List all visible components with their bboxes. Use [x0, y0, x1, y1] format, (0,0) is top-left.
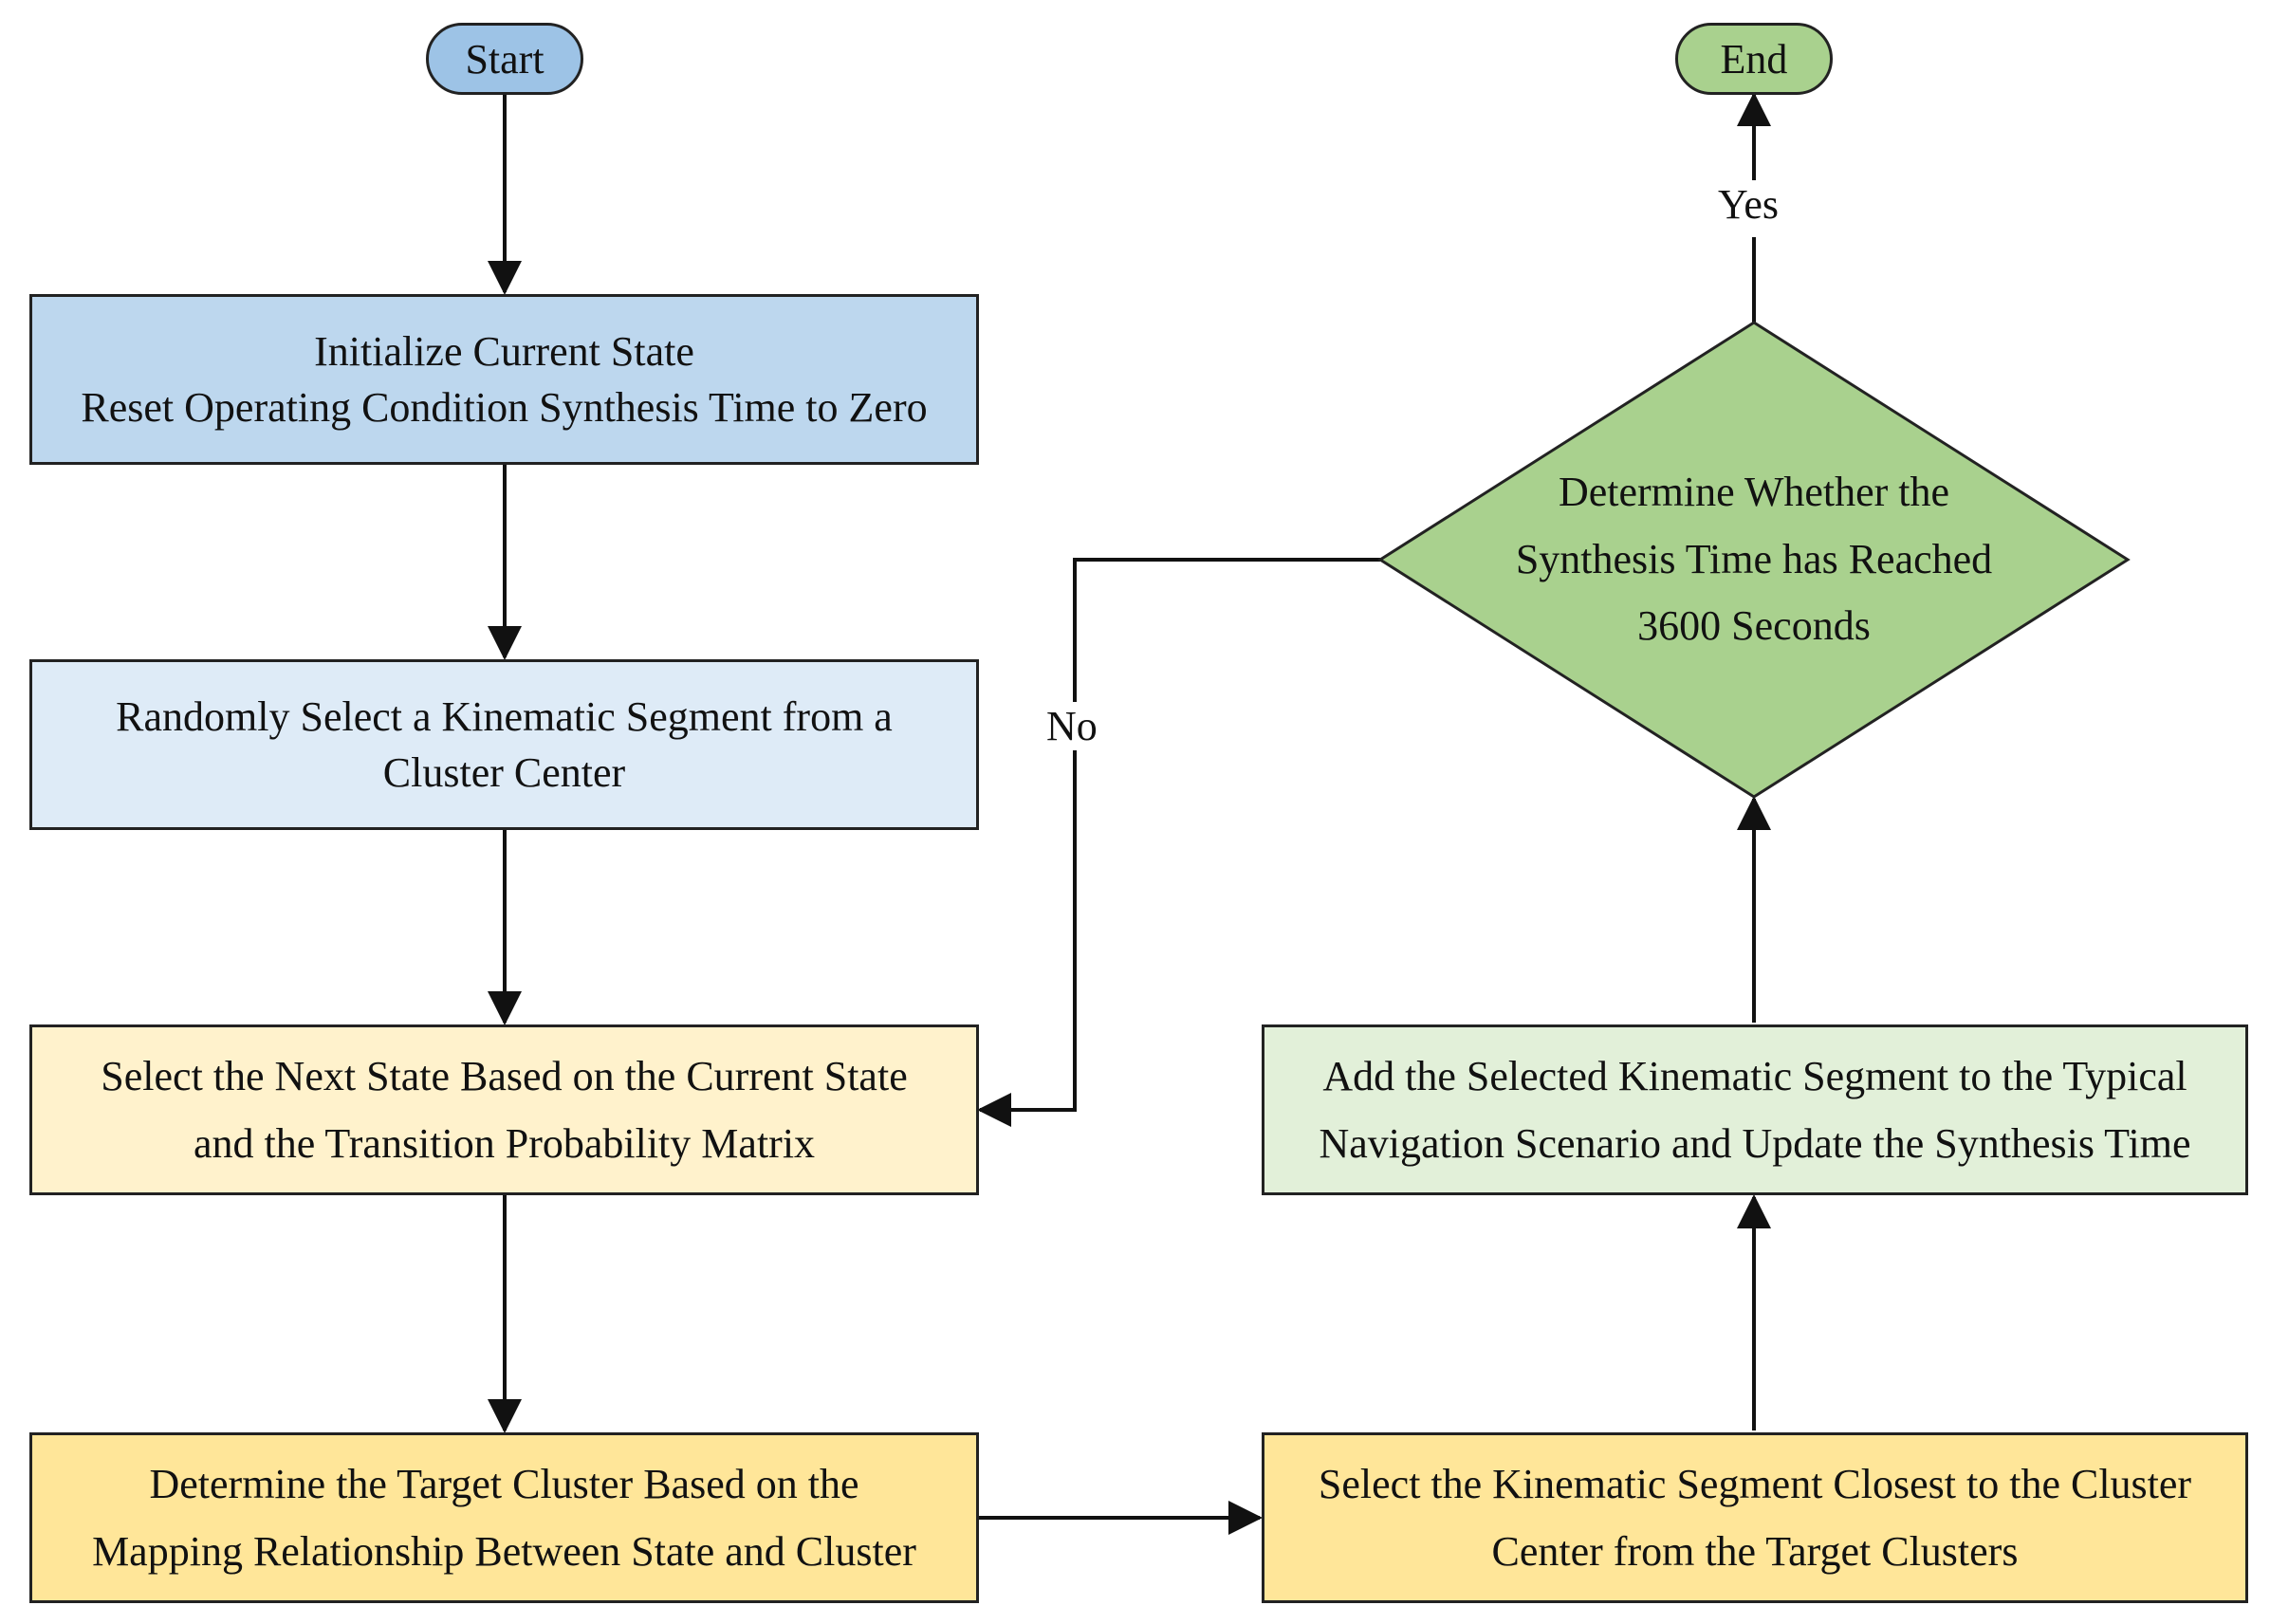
decision-text: Determine Whether the Synthesis Time has… — [1475, 446, 2033, 674]
start-terminal: Start — [426, 23, 583, 95]
step-closest-segment: Select the Kinematic Segment Closest to … — [1262, 1432, 2248, 1603]
start-label: Start — [465, 35, 544, 83]
step-init-line-1: Initialize Current State — [314, 327, 694, 375]
decision-line-2: Synthesis Time has Reached — [1515, 535, 1993, 582]
step-random-select-line-1: Randomly Select a Kinematic Segment from… — [116, 692, 893, 740]
step-init: Initialize Current State Reset Operating… — [29, 294, 979, 465]
decision-line-3: 3600 Seconds — [1637, 602, 1871, 650]
step-add-segment-line-1: Add the Selected Kinematic Segment to th… — [1322, 1052, 2187, 1099]
step-random-select-line-2: Cluster Center — [382, 749, 626, 796]
end-terminal: End — [1675, 23, 1833, 95]
step-target-cluster: Determine the Target Cluster Based on th… — [29, 1432, 979, 1603]
arrow-no-loop — [977, 558, 1380, 1127]
step-closest-segment-line-1: Select the Kinematic Segment Closest to … — [1318, 1460, 2192, 1507]
decision-diamond — [1377, 321, 2131, 799]
step-init-line-2: Reset Operating Condition Synthesis Time… — [81, 384, 928, 431]
step-next-state-line-1: Select the Next State Based on the Curre… — [101, 1052, 908, 1099]
edge-label-no: No — [1041, 702, 1103, 750]
step-next-state: Select the Next State Based on the Curre… — [29, 1024, 979, 1195]
step-target-cluster-line-1: Determine the Target Cluster Based on th… — [149, 1460, 859, 1507]
edge-label-yes: Yes — [1712, 180, 1785, 229]
decision-line-1: Determine Whether the — [1558, 469, 1950, 516]
step-random-select: Randomly Select a Kinematic Segment from… — [29, 659, 979, 830]
step-target-cluster-line-2: Mapping Relationship Between State and C… — [92, 1528, 916, 1575]
step-add-segment-line-2: Navigation Scenario and Update the Synth… — [1319, 1120, 2191, 1167]
step-next-state-line-2: and the Transition Probability Matrix — [193, 1120, 816, 1167]
step-closest-segment-line-2: Center from the Target Clusters — [1491, 1528, 2019, 1575]
step-add-segment: Add the Selected Kinematic Segment to th… — [1262, 1024, 2248, 1195]
end-label: End — [1720, 35, 1788, 83]
